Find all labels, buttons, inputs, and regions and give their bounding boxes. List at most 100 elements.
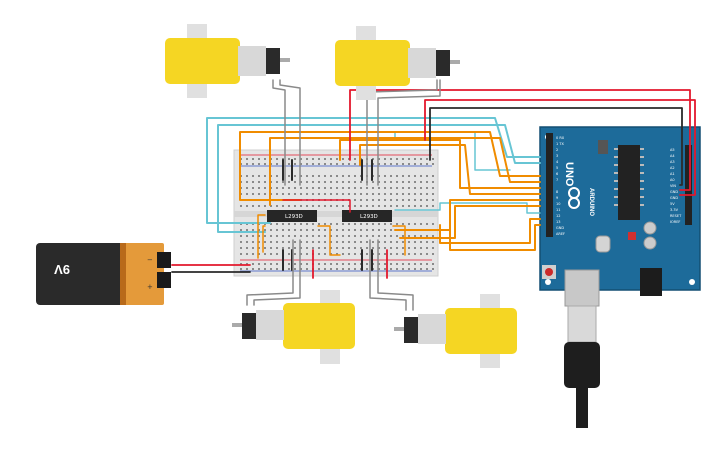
svg-text:7: 7 [556, 178, 558, 182]
svg-text:3: 3 [556, 154, 558, 158]
chip-label: L293D [285, 214, 303, 220]
power-header[interactable] [685, 145, 692, 225]
mount-hole [689, 279, 695, 285]
atmega-chip [618, 145, 640, 220]
motor-shaft [480, 294, 500, 312]
gearbox [165, 38, 240, 84]
motor-shaft [320, 346, 340, 364]
digital-header[interactable] [546, 133, 553, 237]
svg-text:13: 13 [556, 220, 560, 224]
wire-gray-motor-lead [246, 239, 294, 306]
wire-gray-motor-lead [366, 79, 438, 186]
svg-text:GND: GND [670, 190, 678, 194]
wire-orange [449, 214, 541, 251]
capacitor [643, 221, 657, 235]
wire-orange [262, 225, 266, 253]
svg-text:3.3V: 3.3V [670, 208, 679, 212]
gearbox [445, 308, 517, 354]
wire-red [282, 199, 351, 213]
svg-text:GND: GND [670, 196, 678, 200]
battery-terminal-minus[interactable] [157, 252, 171, 268]
motor-cap [242, 313, 256, 339]
svg-text:A4: A4 [670, 154, 675, 158]
digital-pin-labels: 0 RX 1 TX 2 3 4 5 6 7 8 9 10 11 12 13 GN… [556, 136, 565, 236]
power-pin-labels: A5 A4 A3 A2 A1 A0 VIN GND GND 5V 3.3V RE… [670, 148, 682, 224]
svg-text:GND: GND [556, 226, 564, 230]
wire-orange [317, 225, 341, 256]
svg-text:A2: A2 [670, 166, 675, 170]
l293d-chip-left[interactable]: L293D [267, 210, 317, 222]
crystal [595, 235, 611, 253]
board-label: UNO [563, 162, 575, 187]
wire-cyan [394, 202, 541, 214]
svg-text:5V: 5V [670, 202, 675, 206]
wire-orange [257, 214, 266, 259]
usb-cable [564, 305, 600, 428]
wire-gray-motor-lead [377, 239, 414, 311]
wire-red [349, 89, 691, 191]
mount-hole [545, 279, 551, 285]
svg-text:6: 6 [556, 172, 558, 176]
motor-body [238, 46, 266, 76]
breadboard[interactable] [233, 149, 439, 277]
reset-button-cap[interactable] [545, 268, 553, 276]
motor-shaft [480, 350, 500, 368]
wire-red [424, 99, 696, 196]
motor-shaft [356, 26, 376, 44]
center-channel [234, 211, 438, 217]
wire-orange [399, 205, 541, 239]
svg-text:A0: A0 [670, 178, 675, 182]
svg-text:A3: A3 [670, 160, 675, 164]
l293d-chip-right[interactable]: L293D [342, 210, 392, 222]
gearbox [335, 40, 410, 86]
wire-orange [439, 218, 541, 244]
small-ic [598, 140, 608, 154]
battery-terminal-plus[interactable] [157, 272, 171, 288]
wires [171, 79, 696, 311]
motor-shaft [356, 82, 376, 100]
dc-motor-top-left[interactable] [165, 24, 290, 98]
arduino-uno[interactable]: UNO ARDUINO [539, 126, 701, 307]
battery-9v[interactable]: 9V − + [36, 243, 171, 305]
wire-black [429, 107, 683, 186]
dc-motor-top-right[interactable] [335, 26, 460, 100]
wire-orange [239, 131, 541, 201]
battery-label: 9V [54, 262, 70, 277]
wire-gray-motor-lead [369, 239, 407, 311]
wire-orange [339, 139, 541, 189]
wire-orange [392, 225, 406, 256]
dc-motor-bottom-left[interactable] [232, 290, 355, 364]
minus-label: − [147, 256, 153, 264]
capacitor [643, 236, 657, 250]
svg-text:A1: A1 [670, 172, 675, 176]
wire-cyan [217, 124, 541, 233]
dc-motor-bottom-right[interactable] [394, 294, 517, 368]
motor-body [256, 310, 284, 340]
breadboard-holes [240, 158, 434, 270]
svg-text:2: 2 [556, 148, 558, 152]
motor-shaft [187, 24, 207, 42]
svg-text:9: 9 [556, 196, 558, 200]
svg-text:RESET: RESET [670, 214, 682, 218]
svg-text:5: 5 [556, 166, 558, 170]
brand-label: ARDUINO [588, 188, 594, 216]
wire-gray-motor-lead [377, 79, 441, 186]
svg-text:AREF: AREF [556, 232, 565, 236]
plus-label: + [147, 283, 153, 291]
wire-gray-motor-lead [253, 239, 301, 306]
wire-orange [359, 144, 541, 195]
wire-gray-motor-lead [272, 79, 286, 186]
svg-text:10: 10 [556, 202, 560, 206]
usb-port[interactable] [564, 269, 600, 307]
svg-text:A5: A5 [670, 148, 675, 152]
svg-text:0 RX: 0 RX [556, 136, 565, 140]
motor-shaft [187, 80, 207, 98]
motor-body [408, 48, 436, 78]
arduino-logo-icon [568, 187, 580, 209]
chip-label: L293D [360, 214, 378, 220]
power-jack[interactable] [640, 268, 662, 296]
wire-orange [269, 137, 541, 206]
svg-text:IOREF: IOREF [670, 220, 680, 224]
